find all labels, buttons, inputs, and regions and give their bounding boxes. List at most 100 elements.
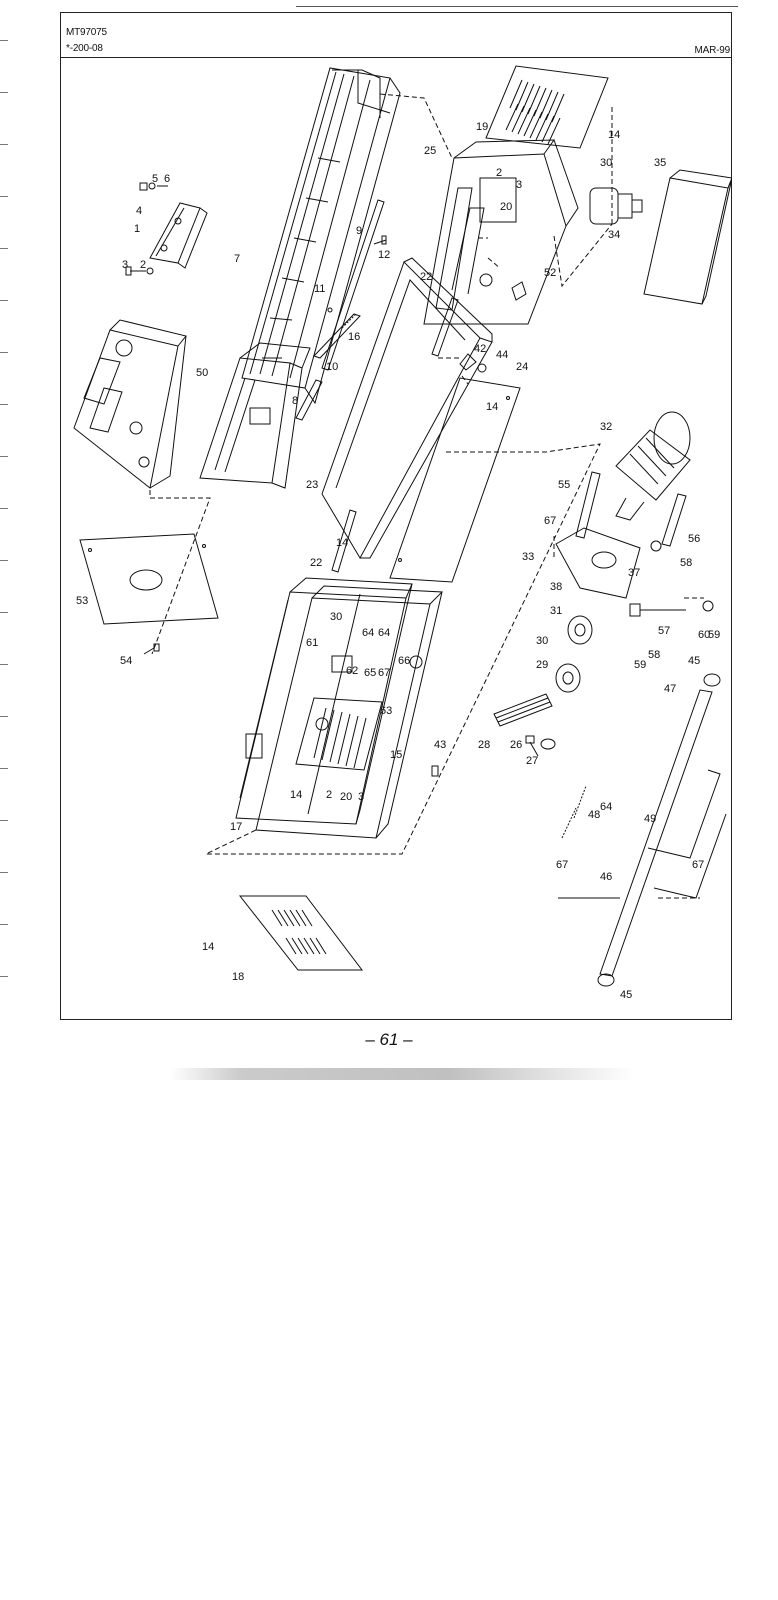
- callout-2: 2: [496, 167, 502, 179]
- callout-60: 60: [698, 629, 710, 641]
- part-headstock-8: [199, 342, 311, 489]
- callout-50: 50: [196, 367, 208, 379]
- callout-52: 52: [544, 267, 556, 279]
- part-vent-panel-19: [485, 65, 609, 149]
- part-gearbox-housing: [73, 319, 187, 489]
- margin-tick: [0, 456, 8, 457]
- part-rail-9: [321, 199, 385, 371]
- callout-14: 14: [486, 401, 498, 413]
- part-motor-32: [615, 411, 691, 521]
- callout-59: 59: [634, 659, 646, 671]
- callout-5: 5: [152, 173, 158, 185]
- scan-top-rule: [296, 6, 738, 7]
- callout-3: 3: [358, 791, 364, 803]
- callout-34: 34: [608, 229, 620, 241]
- callout-32: 32: [600, 421, 612, 433]
- callout-37: 37: [628, 567, 640, 579]
- part-bolt-57: [629, 603, 686, 617]
- callout-54: 54: [120, 655, 132, 667]
- callout-9: 9: [356, 225, 362, 237]
- callout-45: 45: [620, 989, 632, 1001]
- part-screw-54: [143, 643, 160, 655]
- callout-labels: 4 5 6 1 3 2 7 9 12 11 16 10 8 50 19 14 2…: [76, 121, 720, 1001]
- parts-linework: [73, 65, 732, 987]
- margin-tick: [0, 820, 8, 821]
- callout-2: 2: [140, 259, 146, 271]
- margin-tick: [0, 92, 8, 93]
- callout-31: 31: [550, 605, 562, 617]
- callout-29: 29: [536, 659, 548, 671]
- callout-27: 27: [526, 755, 538, 767]
- document-date: MAR-99: [694, 45, 731, 56]
- callout-24: 24: [516, 361, 528, 373]
- part-pulley-31: [567, 615, 593, 645]
- margin-tick: [0, 40, 8, 41]
- callout-57: 57: [658, 625, 670, 637]
- callout-12: 12: [378, 249, 390, 261]
- margin-tick: [0, 716, 8, 717]
- callout-14: 14: [336, 537, 348, 549]
- callout-14: 14: [608, 129, 620, 141]
- callout-62: 62: [346, 665, 358, 677]
- callout-20: 20: [500, 201, 512, 213]
- margin-tick: [0, 248, 8, 249]
- margin-tick: [0, 872, 8, 873]
- part-base-plate-53: [79, 533, 219, 625]
- part-bed-rail-7: [241, 67, 401, 405]
- part-switch-61: [331, 655, 353, 673]
- part-motor-34: [589, 187, 643, 225]
- callout-56: 56: [688, 533, 700, 545]
- part-pulley-29: [555, 663, 581, 693]
- document-reference: *-200-08: [66, 43, 103, 54]
- callout-22: 22: [420, 271, 432, 283]
- callout-16: 16: [348, 331, 360, 343]
- callout-19: 19: [476, 121, 488, 133]
- part-stand-17: [235, 577, 413, 825]
- part-mount-plate-37: [555, 527, 641, 599]
- part-strip-22-upper: [431, 297, 459, 357]
- callout-47: 47: [664, 683, 676, 695]
- margin-tick: [0, 404, 8, 405]
- callout-30: 30: [536, 635, 548, 647]
- part-screw-12: [373, 235, 387, 245]
- part-bolt-26: [525, 735, 539, 757]
- callout-45: 45: [688, 655, 700, 667]
- part-belt-28: [493, 693, 553, 727]
- part-spring-48: [561, 785, 587, 839]
- callout-25: 25: [424, 145, 436, 157]
- callout-49: 49: [644, 813, 656, 825]
- callout-8: 8: [292, 395, 298, 407]
- part-strip-22-lower: [331, 509, 357, 573]
- callout-20: 20: [340, 791, 352, 803]
- callout-67: 67: [556, 859, 568, 871]
- callout-67: 67: [692, 859, 704, 871]
- callout-30: 30: [330, 611, 342, 623]
- callout-14: 14: [202, 941, 214, 953]
- margin-tick: [0, 352, 8, 353]
- margin-tick: [0, 768, 8, 769]
- callout-35: 35: [654, 157, 666, 169]
- callout-6: 6: [164, 173, 170, 185]
- part-bracket-1: [149, 202, 208, 269]
- callout-67: 67: [544, 515, 556, 527]
- margin-tick: [0, 924, 8, 925]
- callout-66: 66: [398, 655, 410, 667]
- part-box-35: [643, 169, 732, 305]
- document-code: MT97075: [66, 27, 107, 38]
- callout-44: 44: [496, 349, 508, 361]
- part-cabinet-25: [423, 139, 579, 325]
- callout-53: 53: [76, 595, 88, 607]
- callout-46: 46: [600, 871, 612, 883]
- margin-tick: [0, 300, 8, 301]
- margin-tick: [0, 196, 8, 197]
- part-nut-60: [702, 600, 714, 612]
- callout-67: 67: [378, 667, 390, 679]
- part-washer-27: [540, 738, 556, 750]
- callout-64: 64: [362, 627, 374, 639]
- callout-28: 28: [478, 739, 490, 751]
- callout-42: 42: [474, 343, 486, 355]
- part-bolts-4-5-6: [139, 182, 168, 191]
- callout-38: 38: [550, 581, 562, 593]
- callout-1: 1: [134, 223, 140, 235]
- margin-tick: [0, 612, 8, 613]
